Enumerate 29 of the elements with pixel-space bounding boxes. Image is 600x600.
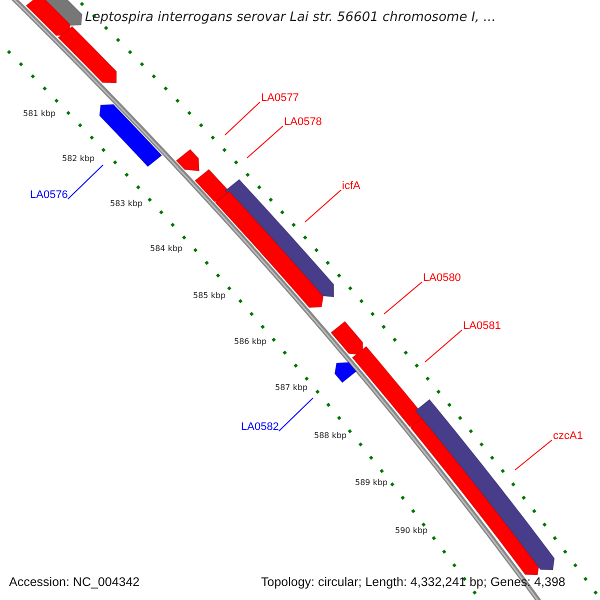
- leader-line: [224, 102, 260, 136]
- gene-label: czcA1: [553, 431, 583, 442]
- scale-label: 585 kbp: [193, 292, 226, 300]
- leader-line: [67, 164, 104, 200]
- scale-label: 590 kbp: [395, 527, 428, 535]
- leader-line: [278, 398, 314, 432]
- scale-label: 581 kbp: [23, 110, 56, 118]
- map-info-text: Topology: circular; Length: 4,332,241 bp; Genes: 4,398: [261, 576, 566, 588]
- leader-line: [246, 126, 284, 158]
- leader-line: [304, 190, 342, 222]
- gene-label: LA0576: [30, 190, 68, 201]
- scale-label: 586 kbp: [234, 338, 267, 346]
- scale-label: 584 kbp: [150, 245, 183, 253]
- leader-line: [384, 282, 422, 314]
- map-title: Leptospira interrogans serovar Lai str. 56601 chromosome I, ...: [85, 11, 496, 24]
- gene-label: LA0577: [261, 93, 299, 104]
- gene-label: LA0581: [463, 321, 501, 332]
- leader-line: [514, 440, 552, 470]
- map-info-text: Accession: NC_004342: [9, 576, 140, 588]
- gene-label: LA0578: [284, 117, 322, 128]
- gene-label: icfA: [342, 181, 360, 192]
- scale-label: 589 kbp: [355, 479, 388, 487]
- leader-line: [424, 330, 462, 362]
- scale-label: 583 kbp: [110, 200, 143, 208]
- scale-label: 588 kbp: [314, 432, 347, 440]
- gene-label: LA0582: [241, 422, 279, 433]
- gene-label: LA0580: [423, 273, 461, 284]
- scale-label: 582 kbp: [62, 155, 95, 163]
- scale-label: 587 kbp: [275, 384, 308, 392]
